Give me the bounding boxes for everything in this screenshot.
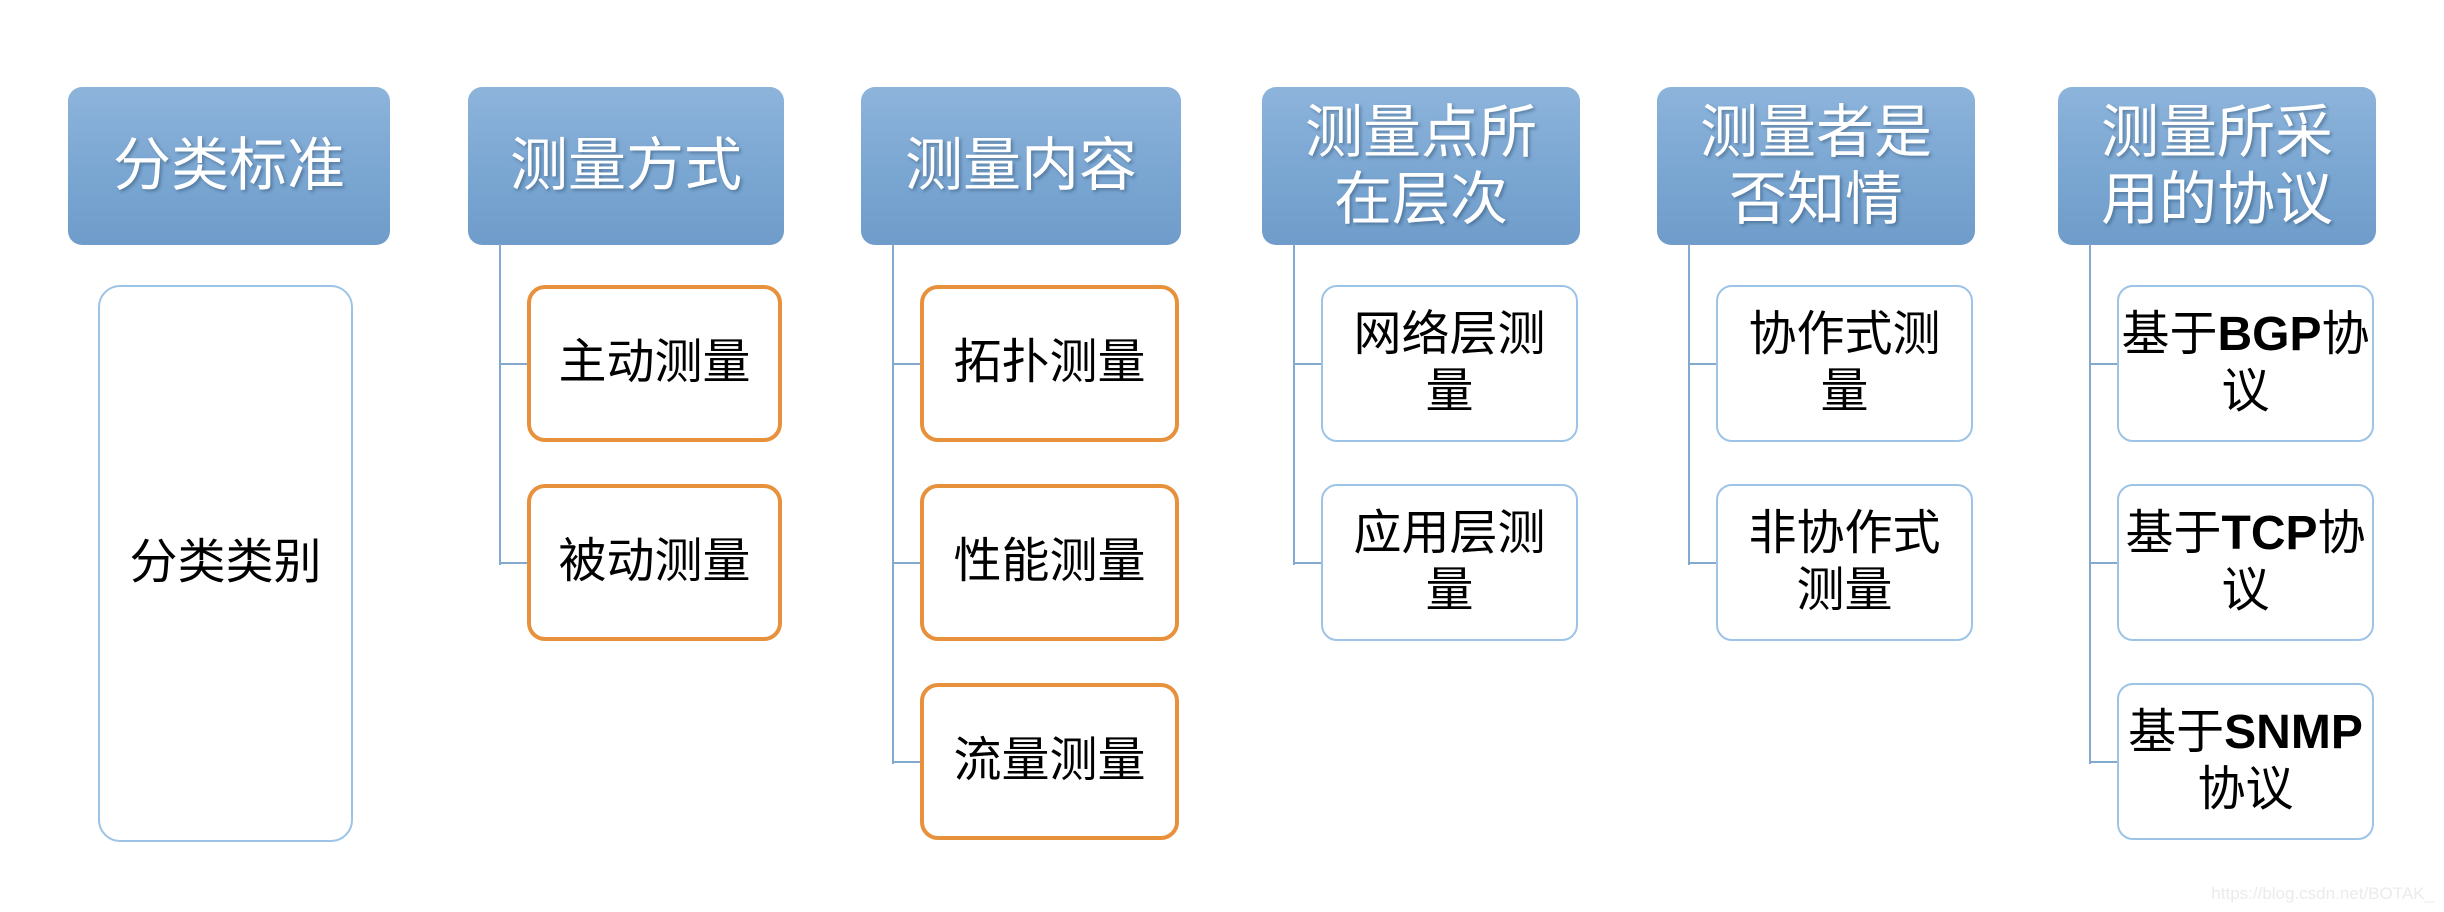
- node-label: 应用层测 量: [1353, 506, 1546, 617]
- node-label: 协作式测 量: [1748, 307, 1941, 418]
- connector-stub: [892, 363, 921, 365]
- node-active-measurement: 主动测量: [527, 285, 782, 442]
- node-label: 主动测量: [558, 336, 751, 390]
- connector-stub: [2089, 363, 2118, 365]
- node-label: 非协作式 测量: [1748, 506, 1941, 617]
- node-label: 流量测量: [953, 734, 1146, 788]
- column-header: 测量所采 用的协议: [2058, 87, 2376, 245]
- node-tcp-protocol: 基于TCP协 议: [2117, 484, 2374, 641]
- connector-stub: [1293, 562, 1322, 564]
- node-passive-measurement: 被动测量: [527, 484, 782, 641]
- watermark-url: https://blog.csdn.net/BOTAK_: [2211, 884, 2434, 903]
- node-network-layer-measurement: 网络层测 量: [1321, 285, 1578, 442]
- node-label: 基于BGP协 议: [2121, 307, 2370, 418]
- column-measurement-content: 测量内容 拓扑测量 性能测量 流量测量: [861, 87, 1181, 887]
- connector-vertical-line: [499, 244, 501, 565]
- connector-stub: [1688, 562, 1717, 564]
- node-topology-measurement: 拓扑测量: [920, 285, 1179, 442]
- connector-stub: [2089, 562, 2118, 564]
- node-application-layer-measurement: 应用层测 量: [1321, 484, 1578, 641]
- connector-vertical-line: [1293, 244, 1295, 565]
- node-label: 被动测量: [558, 535, 751, 589]
- connector-vertical-line: [2089, 244, 2091, 764]
- column-header: 测量者是 否知情: [1657, 87, 1975, 245]
- column-header: 分类标准: [68, 87, 390, 245]
- connector-stub: [892, 761, 921, 763]
- node-label: 网络层测 量: [1353, 307, 1546, 418]
- node-label: 分类类别: [129, 536, 322, 590]
- column-measurer-awareness: 测量者是 否知情 协作式测 量 非协作式 测量: [1657, 87, 1975, 887]
- column-classification-standard: 分类标准 分类类别: [68, 87, 390, 887]
- connector-stub: [1688, 363, 1717, 365]
- column-header: 测量内容: [861, 87, 1181, 245]
- node-label: 基于SNMP 协议: [2128, 705, 2363, 816]
- connector-vertical-line: [892, 244, 894, 764]
- connector-stub: [1293, 363, 1322, 365]
- node-performance-measurement: 性能测量: [920, 484, 1179, 641]
- connector-stub: [499, 562, 528, 564]
- node-snmp-protocol: 基于SNMP 协议: [2117, 683, 2374, 840]
- column-measurement-point-layer: 测量点所 在层次 网络层测 量 应用层测 量: [1262, 87, 1580, 887]
- column-header: 测量方式: [468, 87, 784, 245]
- column-measurement-method: 测量方式 主动测量 被动测量: [468, 87, 784, 887]
- node-classification-category: 分类类别: [98, 285, 353, 842]
- connector-stub: [892, 562, 921, 564]
- column-measurement-protocol: 测量所采 用的协议 基于BGP协 议 基于TCP协 议 基于SNMP 协议: [2058, 87, 2376, 887]
- node-cooperative-measurement: 协作式测 量: [1716, 285, 1973, 442]
- connector-stub: [499, 363, 528, 365]
- node-traffic-measurement: 流量测量: [920, 683, 1179, 840]
- node-bgp-protocol: 基于BGP协 议: [2117, 285, 2374, 442]
- column-header: 测量点所 在层次: [1262, 87, 1580, 245]
- connector-vertical-line: [1688, 244, 1690, 565]
- node-label: 基于TCP协 议: [2125, 506, 2366, 617]
- node-non-cooperative-measurement: 非协作式 测量: [1716, 484, 1973, 641]
- connector-stub: [2089, 761, 2118, 763]
- node-label: 拓扑测量: [953, 336, 1146, 390]
- node-label: 性能测量: [953, 535, 1146, 589]
